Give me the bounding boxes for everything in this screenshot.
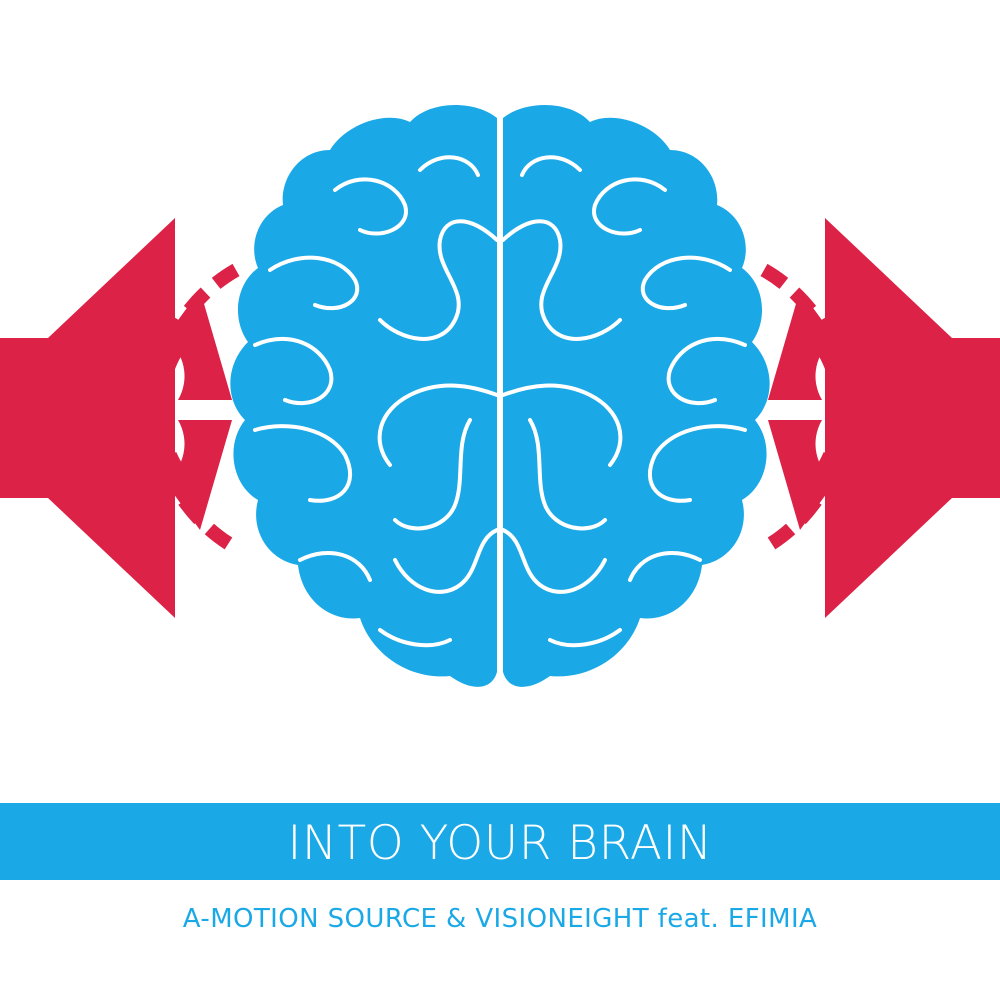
artist-line: A-MOTION SOURCE & VISIONEIGHT feat. EFIM…: [0, 894, 1000, 944]
artist-credit: A-MOTION SOURCE & VISIONEIGHT feat. EFIM…: [182, 904, 818, 934]
speaker-right-icon: [760, 218, 1000, 618]
title-band: INTO YOUR BRAIN: [0, 803, 1000, 880]
brain-icon: [230, 104, 770, 687]
album-title: INTO YOUR BRAIN: [287, 816, 713, 871]
cover-artwork: [0, 104, 1000, 687]
speaker-left-icon: [0, 218, 240, 618]
